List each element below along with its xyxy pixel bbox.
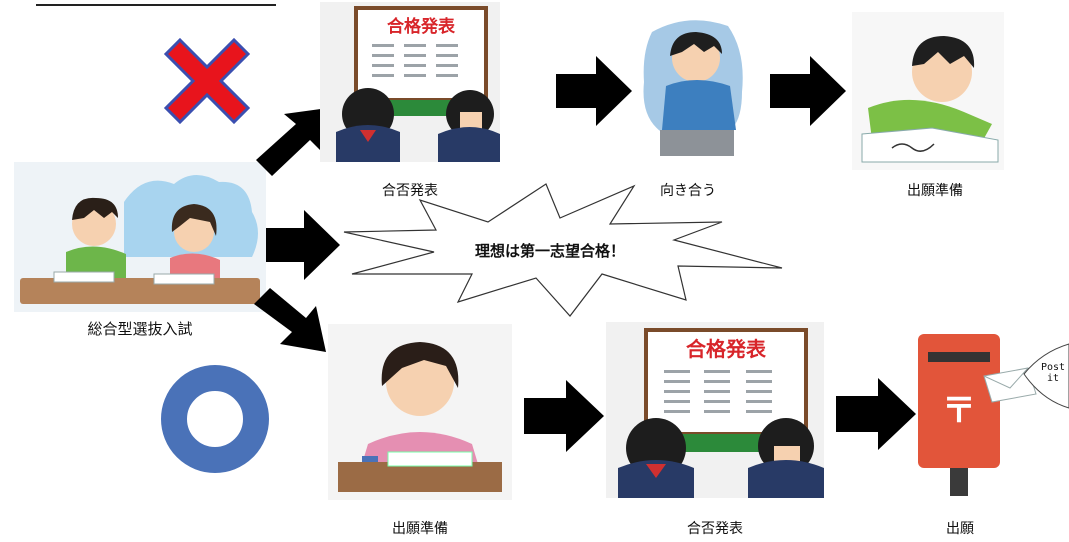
- top-step-1-illustration: 合格発表: [320, 2, 500, 162]
- postal-mark-icon: 〒: [942, 391, 976, 431]
- bottom-step-1-illustration: [328, 324, 512, 500]
- bottom-step-2-label: 合否発表: [687, 521, 743, 537]
- arrow-right-icon: [770, 56, 846, 126]
- arrow-right-icon: [556, 56, 632, 126]
- ideal-text: 理想は第一志望合格！: [474, 242, 625, 260]
- bottom-step-2-illustration: 合格発表: [606, 322, 824, 498]
- arrow-up-right-icon: [252, 104, 332, 184]
- top-step-2-illustration: [638, 12, 748, 164]
- start-label: 総合型選抜入試: [87, 320, 193, 338]
- arrow-right-icon: [266, 210, 340, 280]
- cross-icon: [162, 36, 252, 126]
- arrow-right-icon: [836, 378, 916, 450]
- top-step-2-label: 向き合う: [660, 183, 716, 199]
- top-step-3-illustration: [852, 12, 1004, 170]
- circle-icon: [160, 364, 270, 474]
- top-step-1-label: 合否発表: [382, 183, 438, 199]
- bottom-step-1-label: 出願準備: [392, 521, 448, 537]
- bottom-step-3-illustration: 〒: [912, 330, 1069, 496]
- top-divider-line: [36, 4, 276, 6]
- arrow-down-right-icon: [252, 286, 332, 358]
- top-step-3-label: 出願準備: [907, 183, 963, 199]
- arrow-right-icon: [524, 380, 604, 452]
- post-it-text: Post it: [1040, 362, 1066, 384]
- ideal-starburst: [338, 182, 788, 322]
- results-board-title: 合格発表: [387, 16, 456, 37]
- start-illustration: [14, 162, 266, 312]
- results-board-title: 合格発表: [686, 337, 767, 361]
- bottom-step-3-label: 出願: [946, 521, 974, 537]
